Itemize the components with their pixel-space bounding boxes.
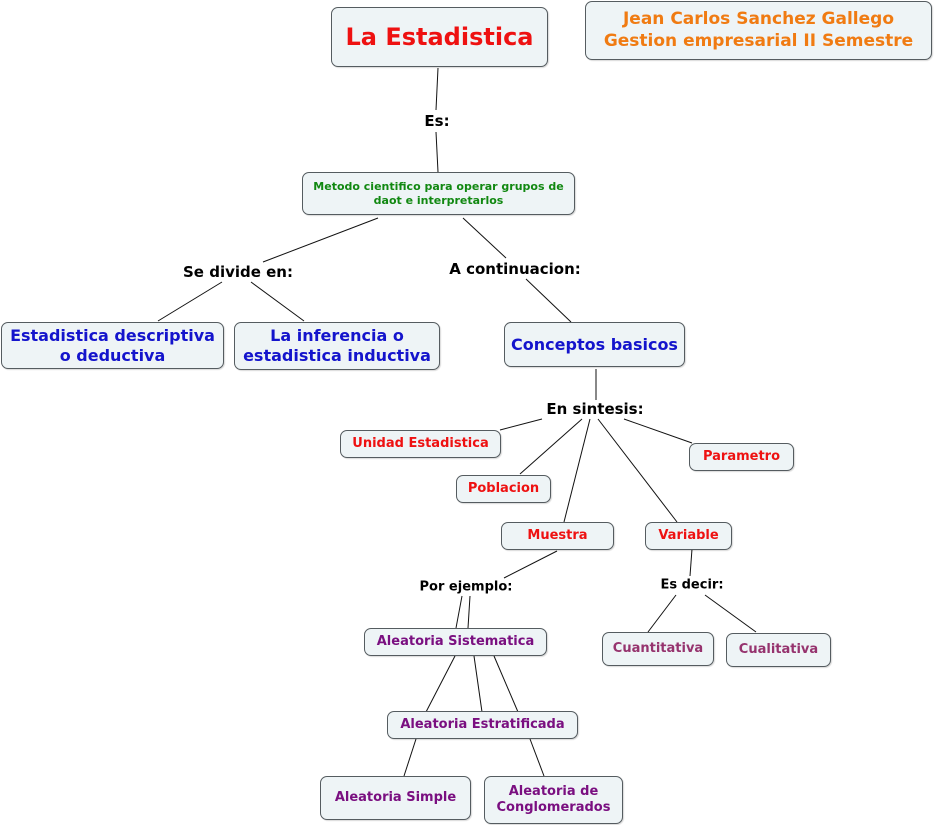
author-box: Jean Carlos Sanchez Gallego Gestion empr… bbox=[585, 1, 932, 60]
stratified-node[interactable]: Aleatoria Estratificada bbox=[387, 711, 578, 739]
author-name: Jean Carlos Sanchez Gallego bbox=[622, 9, 895, 30]
sample-text: Muestra bbox=[527, 527, 588, 543]
connector bbox=[597, 418, 678, 523]
definition-text: Metodo cientifico para operar grupos de … bbox=[313, 179, 564, 207]
qualitative-text: Cualitativa bbox=[738, 641, 819, 657]
connector bbox=[519, 418, 583, 475]
link-label-in-summary: En sintesis: bbox=[544, 400, 646, 418]
variable-text: Variable bbox=[658, 527, 719, 543]
connector bbox=[499, 418, 543, 431]
simple-node[interactable]: Aleatoria Simple bbox=[320, 776, 471, 820]
connector bbox=[425, 655, 456, 713]
variable-node[interactable]: Variable bbox=[645, 522, 732, 550]
link-label-for-example: Por ejemplo: bbox=[417, 579, 515, 595]
connector bbox=[403, 738, 417, 777]
parameter-node[interactable]: Parametro bbox=[689, 443, 794, 471]
systematic-text: Aleatoria Sistematica bbox=[376, 633, 535, 649]
simple-text: Aleatoria Simple bbox=[334, 789, 457, 805]
definition-node[interactable]: Metodo cientifico para operar grupos de … bbox=[302, 172, 575, 215]
connector bbox=[623, 418, 693, 444]
systematic-node[interactable]: Aleatoria Sistematica bbox=[364, 628, 547, 656]
inferential-text: La inferencia o estadistica inductiva bbox=[243, 326, 431, 365]
connector bbox=[435, 131, 439, 173]
link-label-divides-into: Se divide en: bbox=[181, 263, 295, 281]
population-text: Poblacion bbox=[467, 480, 540, 496]
connector bbox=[455, 595, 463, 629]
connector bbox=[563, 418, 591, 523]
connector bbox=[704, 594, 757, 633]
connector bbox=[689, 548, 693, 577]
quantitative-text: Cuantitativa bbox=[612, 640, 704, 656]
statistical-unit-node[interactable]: Unidad Estadistica bbox=[340, 430, 501, 458]
basic-concepts-text: Conceptos basicos bbox=[511, 334, 678, 354]
connector bbox=[647, 594, 677, 633]
author-program: Gestion empresarial II Semestre bbox=[603, 30, 914, 51]
connector bbox=[493, 655, 519, 713]
inferential-node[interactable]: La inferencia o estadistica inductiva bbox=[234, 322, 440, 370]
connector bbox=[467, 595, 471, 629]
parameter-text: Parametro bbox=[702, 448, 781, 464]
link-label-is: Es: bbox=[422, 112, 452, 130]
connector bbox=[525, 278, 572, 323]
connector bbox=[157, 281, 223, 322]
connector bbox=[462, 217, 507, 259]
root-title: La Estadistica bbox=[345, 23, 534, 51]
descriptive-text: Estadistica descriptiva o deductiva bbox=[10, 325, 215, 365]
basic-concepts-node[interactable]: Conceptos basicos bbox=[504, 322, 685, 367]
connector bbox=[262, 217, 379, 263]
connector bbox=[503, 550, 558, 579]
connector bbox=[473, 655, 483, 713]
cluster-text: Aleatoria de Conglomerados bbox=[496, 783, 611, 815]
qualitative-node[interactable]: Cualitativa bbox=[726, 633, 831, 667]
link-label-next: A continuacion: bbox=[447, 260, 583, 278]
connector bbox=[250, 281, 305, 322]
root-node[interactable]: La Estadistica bbox=[331, 7, 548, 67]
statistical-unit-text: Unidad Estadistica bbox=[352, 435, 489, 451]
cluster-node[interactable]: Aleatoria de Conglomerados bbox=[484, 776, 623, 824]
connector bbox=[529, 738, 545, 777]
population-node[interactable]: Poblacion bbox=[456, 475, 551, 503]
link-label-that-is: Es decir: bbox=[658, 577, 726, 593]
descriptive-node[interactable]: Estadistica descriptiva o deductiva bbox=[1, 322, 224, 369]
stratified-text: Aleatoria Estratificada bbox=[400, 716, 565, 732]
connector bbox=[435, 67, 439, 111]
quantitative-node[interactable]: Cuantitativa bbox=[602, 632, 714, 666]
sample-node[interactable]: Muestra bbox=[501, 522, 614, 550]
